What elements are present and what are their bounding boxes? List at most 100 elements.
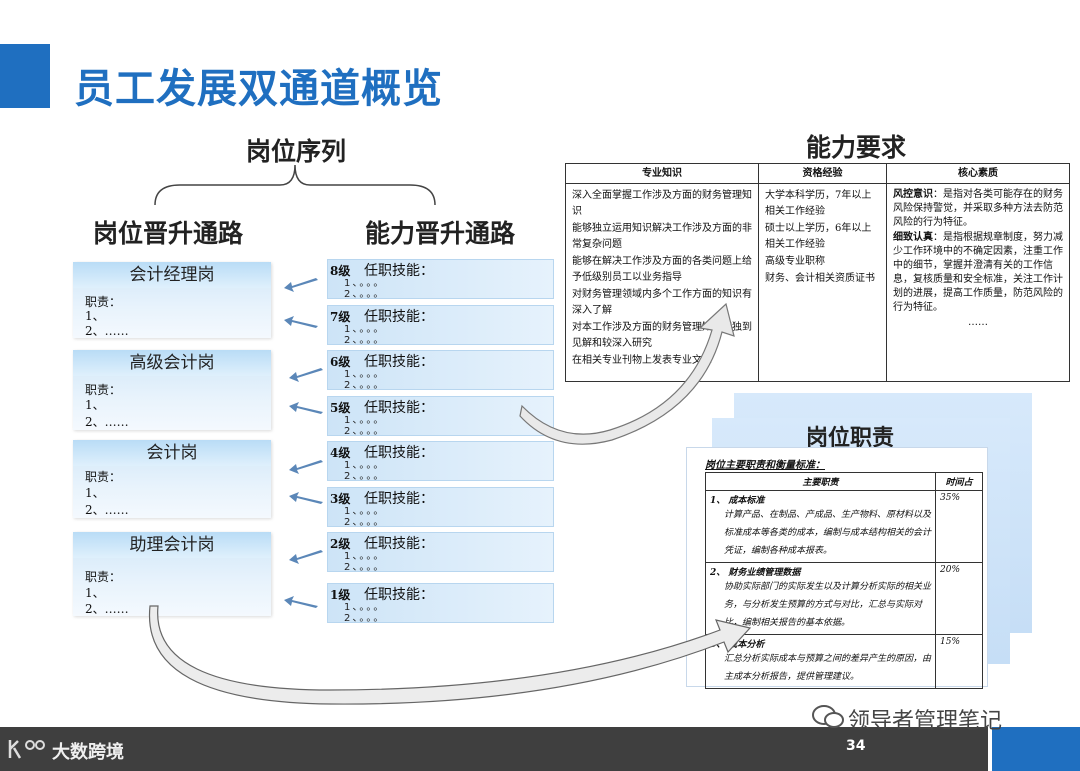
arrow-left-icon — [289, 492, 323, 504]
level-item: 2、。。。 — [344, 335, 386, 346]
level-label: 任职技能： — [364, 536, 434, 552]
duty-item-text: 计算产品、在制品、产成品、生产物料、原材料以及标准成本等各类的成本，编制与成本结… — [724, 510, 932, 556]
level-item: 1、。。。 — [344, 278, 386, 289]
duty-item-title: 2、 财务业绩管理数据 — [710, 568, 801, 578]
arrow-left-icon — [289, 402, 323, 414]
position-duty-line: 2、…… — [85, 324, 129, 338]
position-box-manager: 会计经理岗 职责： 1、 2、…… — [73, 262, 271, 338]
skill-level-5: 5级 任职技能： 1、。。。 2、。。。 — [327, 396, 554, 437]
experience-item: 高级专业职称 — [765, 256, 825, 267]
table-row: 1、 成本标准计算产品、在制品、产成品、生产物料、原材料以及标准成本等各类的成本… — [705, 490, 983, 563]
position-duty-label: 职责： — [85, 470, 122, 484]
ability-header: 核心素质 — [887, 164, 1069, 184]
level-number: 7级 — [330, 310, 351, 324]
position-path-heading: 岗位晋升通路 — [93, 219, 244, 248]
skill-level-4: 4级 任职技能： 1、。。。 2、。。。 — [327, 441, 554, 482]
position-duty-line: 1、 — [85, 486, 105, 500]
skill-level-1: 1级 任职技能： 1、。。。 2、。。。 — [327, 583, 554, 624]
skill-level-8: 8级 任职技能： 1、。。。 2、。。。 — [327, 259, 554, 300]
level-item: 2、。。。 — [344, 471, 386, 482]
level-item: 1、。。。 — [344, 415, 386, 426]
job-duty-heading: 岗位职责 — [806, 426, 895, 451]
duty-doc-heading: 岗位主要职责和衡量标准： — [705, 460, 825, 471]
level-label: 任职技能： — [364, 587, 434, 603]
title-accent-bar — [0, 44, 50, 108]
position-duty-line: 2、…… — [85, 503, 129, 517]
position-title: 高级会计岗 — [73, 350, 271, 376]
experience-item: 财务、会计相关资质证书 — [765, 273, 875, 284]
knowledge-item: 能够独立运用知识解决工作涉及方面的非常复杂问题 — [572, 223, 752, 250]
position-duty-line: 1、 — [85, 398, 105, 412]
footer-accent — [992, 727, 1080, 771]
ability-header: 资格经验 — [759, 164, 886, 184]
position-title: 会计经理岗 — [73, 262, 271, 288]
level-item: 2、。。。 — [344, 517, 386, 528]
ability-table: 专业知识 深入全面掌握工作涉及方面的财务管理知识 能够独立运用知识解决工作涉及方… — [565, 163, 1070, 382]
ability-requirement-heading: 能力要求 — [806, 133, 907, 162]
duty-item-text: 汇总分析实际成本与预算之间的差异产生的原因，由主成本分析报告，提供管理建议。 — [724, 654, 932, 682]
position-duty-label: 职责： — [85, 383, 122, 397]
ability-header: 专业知识 — [566, 164, 758, 184]
position-duty-line: 1、 — [85, 309, 105, 323]
experience-item: 大学本科学历，7年以上相关工作经验 — [765, 190, 872, 217]
position-box-accountant: 会计岗 职责： 1、 2、…… — [73, 440, 271, 518]
position-duty-label: 职责： — [85, 570, 122, 584]
duty-col-time: 时间占 — [935, 472, 983, 491]
arrow-left-icon — [289, 550, 323, 564]
level-label: 任职技能： — [364, 491, 434, 507]
position-duty-line: 1、 — [85, 586, 105, 600]
level-number: 6级 — [330, 355, 351, 369]
arrow-left-icon — [284, 596, 318, 608]
level-item: 1、。。。 — [344, 369, 386, 380]
page-title: 员工发展双通道概览 — [74, 66, 443, 112]
core-item: 风控意识：是指对各类可能存在的财务风险保持警觉，并采取多种方法去防范风险的行为特… — [893, 188, 1063, 230]
skill-level-3: 3级 任职技能： 1、。。。 2、。。。 — [327, 487, 554, 528]
ability-col-experience: 资格经验 大学本科学历，7年以上相关工作经验 硕士以上学历，6年以上相关工作经验… — [759, 164, 887, 381]
duty-table: 主要职责 时间占 1、 成本标准计算产品、在制品、产成品、生产物料、原材料以及标… — [705, 472, 983, 689]
position-box-assistant: 助理会计岗 职责： 1、 2、…… — [73, 532, 271, 616]
core-keyword: 风控意识 — [893, 189, 933, 200]
level-item: 2、。。。 — [344, 562, 386, 573]
level-label: 任职技能： — [364, 263, 434, 279]
core-more: …… — [968, 317, 988, 328]
level-number: 8级 — [330, 264, 351, 278]
position-duty-line: 2、…… — [85, 415, 129, 429]
level-number: 4级 — [330, 446, 351, 460]
footer-bar — [0, 727, 1080, 771]
skill-level-2: 2级 任职技能： 1、。。。 2、。。。 — [327, 532, 554, 573]
knowledge-item: 对本工作涉及方面的财务管理知识有独到见解和较深入研究 — [572, 322, 752, 349]
brace-connector — [154, 164, 436, 206]
level-item: 1、。。。 — [344, 324, 386, 335]
level-item: 1、。。。 — [344, 551, 386, 562]
position-duty-line: 2、…… — [85, 602, 129, 616]
level-item: 2、。。。 — [344, 613, 386, 624]
duty-item-text: 协助实际部门的实际发生以及计算分析实际的相关业务，与分析发生预算的方式与对比，汇… — [724, 582, 932, 628]
arrow-left-icon — [289, 368, 323, 382]
duty-item-title: 3、 成本分析 — [710, 640, 765, 650]
ability-col-core: 核心素质 风控意识：是指对各类可能存在的财务风险保持警觉，并采取多种方法去防范风… — [887, 164, 1069, 381]
skill-level-6: 6级 任职技能： 1、。。。 2、。。。 — [327, 350, 554, 391]
table-row: 2、 财务业绩管理数据协助实际部门的实际发生以及计算分析实际的相关业务，与分析发… — [705, 562, 983, 635]
duty-item-title: 1、 成本标准 — [710, 496, 765, 506]
duty-item-pct: 35% — [935, 490, 983, 563]
core-keyword: 细致认真 — [893, 232, 933, 243]
ability-col-knowledge: 专业知识 深入全面掌握工作涉及方面的财务管理知识 能够独立运用知识解决工作涉及方… — [566, 164, 759, 381]
level-item: 2、。。。 — [344, 289, 386, 300]
position-sequence-heading: 岗位序列 — [246, 137, 347, 166]
core-text: ：是指对各类可能存在的财务风险保持警觉，并采取多种方法去防范风险的行为特征。 — [893, 189, 1063, 228]
skill-level-7: 7级 任职技能： 1、。。。 2、。。。 — [327, 305, 554, 346]
duty-item-pct: 20% — [935, 562, 983, 635]
position-title: 助理会计岗 — [73, 532, 271, 558]
level-item: 1、。。。 — [344, 506, 386, 517]
knowledge-item: 深入全面掌握工作涉及方面的财务管理知识 — [572, 190, 752, 217]
footer-divider — [988, 727, 992, 771]
position-duty-label: 职责： — [85, 295, 122, 309]
page-number: 34 — [846, 738, 866, 754]
arrow-left-icon — [289, 460, 323, 474]
level-item: 2、。。。 — [344, 426, 386, 437]
knowledge-item: 能够在解决工作涉及方面的各类问题上给予低级别员工以业务指导 — [572, 256, 752, 283]
knowledge-item: 对财务管理领域内多个工作方面的知识有深入了解 — [572, 289, 752, 316]
experience-item: 硕士以上学历，6年以上相关工作经验 — [765, 223, 872, 250]
brand-name: 大数跨境 — [52, 742, 124, 763]
level-number: 2级 — [330, 537, 351, 551]
